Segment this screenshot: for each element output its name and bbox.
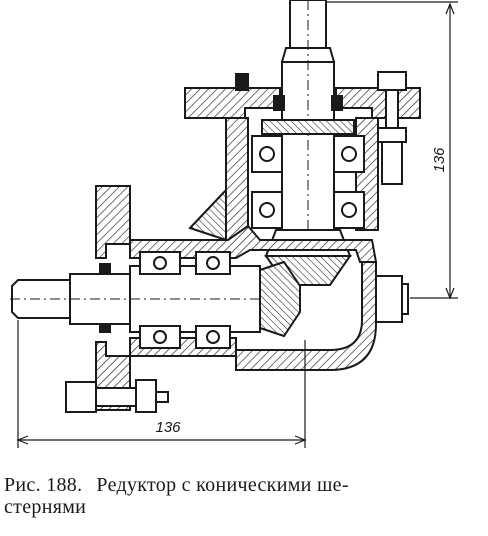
caption-line-1: Рис. 188. Редуктор с коническими ше- bbox=[4, 474, 480, 496]
top-cover bbox=[184, 73, 421, 119]
caption-label: Рис. 188. bbox=[4, 474, 83, 496]
dimension-horizontal bbox=[16, 320, 307, 448]
bolt-top-right bbox=[377, 71, 407, 185]
bolt-bottom-left bbox=[65, 379, 169, 413]
caption-text-line-1: Редуктор с коническими ше- bbox=[96, 474, 349, 496]
reducer-drawing: 136 136 bbox=[10, 0, 458, 448]
bolt-right bbox=[375, 275, 409, 323]
dimension-vertical-label: 136 bbox=[431, 147, 448, 173]
figure-caption: Рис. 188. Редуктор с коническими ше- стер… bbox=[4, 474, 480, 518]
horizontal-shaft bbox=[10, 265, 300, 333]
dimension-horizontal-label: 136 bbox=[155, 419, 181, 436]
vertical-bearings bbox=[251, 119, 365, 229]
dimension-vertical bbox=[326, 1, 458, 300]
bevel-pinion-horizontal bbox=[259, 260, 301, 338]
horizontal-bearings bbox=[139, 251, 231, 349]
caption-text-line-2: стернями bbox=[4, 496, 87, 518]
